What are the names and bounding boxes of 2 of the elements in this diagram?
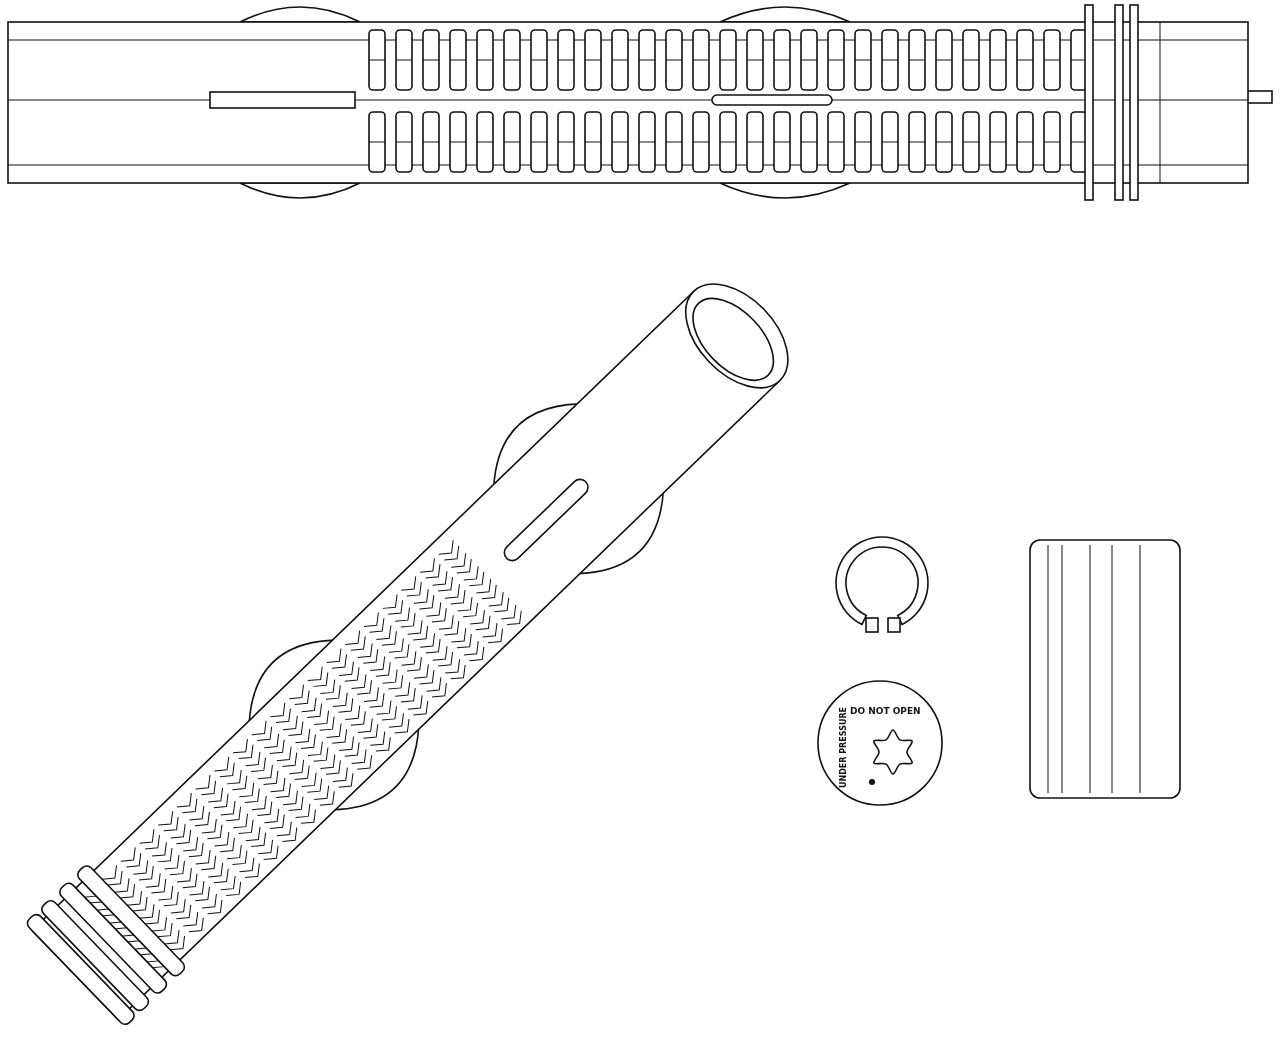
- warning-text: DO NOT OPEN: [850, 707, 921, 716]
- warning-text: UNDER PRESSURE: [840, 707, 848, 788]
